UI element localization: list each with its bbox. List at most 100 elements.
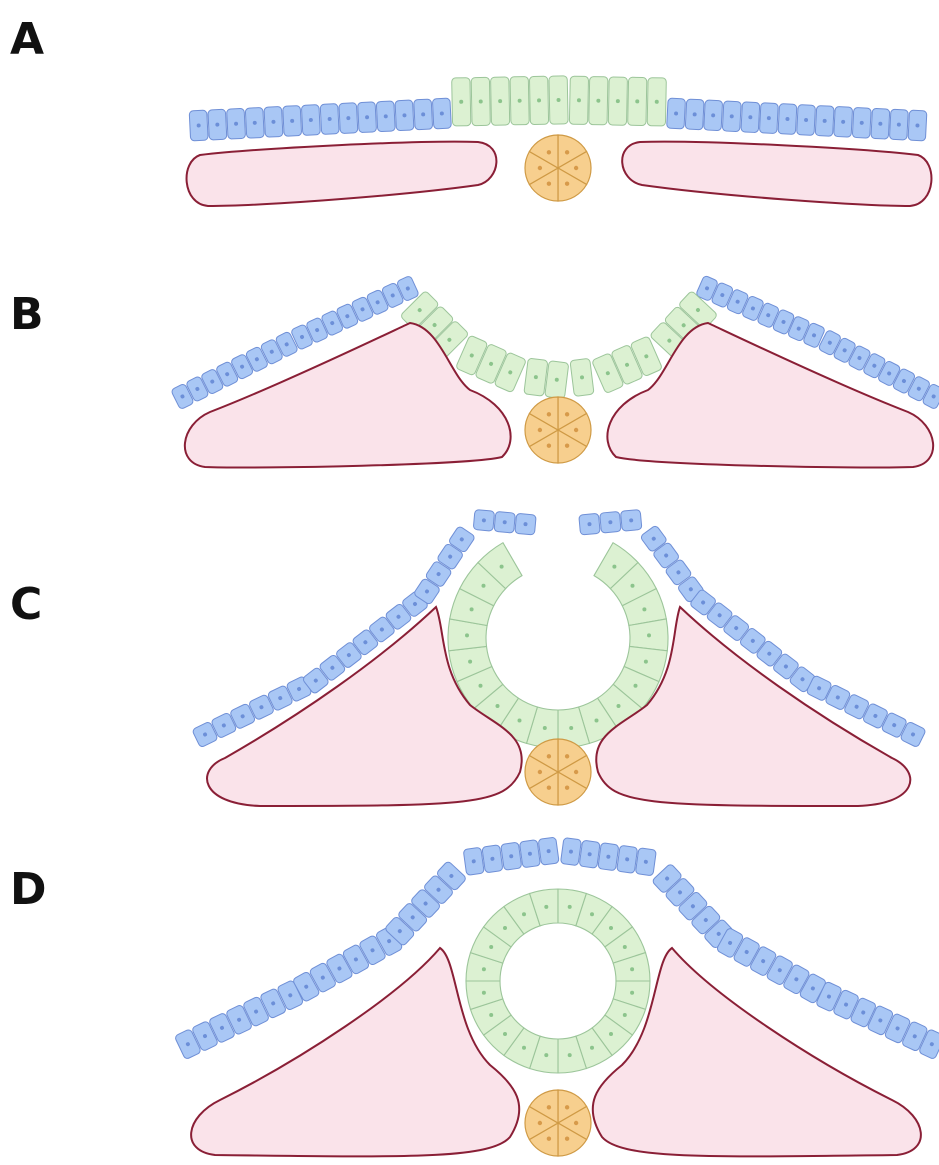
ectoderm-cell [208, 109, 227, 140]
notochord-nucleus [538, 166, 542, 170]
notochord-nucleus [565, 1105, 569, 1109]
panel-a: A [0, 0, 939, 280]
notochord-nucleus [565, 182, 569, 186]
ectoderm-cell [722, 101, 741, 132]
neural-plate-cell [570, 358, 594, 396]
mesoderm-right [607, 323, 933, 468]
ectoderm-cell [320, 104, 339, 135]
notochord-nucleus [547, 150, 551, 154]
neural-plate-cell [491, 77, 510, 125]
ectoderm-cell [376, 101, 395, 132]
ectoderm-cell [189, 110, 208, 141]
neural-tube [466, 889, 650, 1073]
neural-plate-cell [569, 76, 588, 124]
ectoderm-cell [667, 98, 686, 129]
notochord-nucleus [547, 786, 551, 790]
ectoderm-cell [834, 106, 853, 137]
panel-c: C [0, 510, 939, 790]
notochord-nucleus [547, 754, 551, 758]
ectoderm-cell [463, 847, 484, 875]
neural-plate-cell [452, 78, 471, 126]
ectoderm-cell [579, 840, 600, 868]
ectoderm-cell [617, 845, 638, 873]
ectoderm-cell [227, 108, 246, 139]
mesoderm-right [622, 142, 931, 206]
notochord-nucleus [547, 412, 551, 416]
notochord-nucleus [538, 1121, 542, 1125]
ectoderm-cell [358, 102, 377, 133]
notochord-nucleus [565, 150, 569, 154]
ectoderm-cell [871, 108, 890, 139]
notochord [525, 397, 591, 463]
ectoderm-cell [395, 100, 414, 131]
panel-d: D [0, 855, 939, 1135]
ectoderm-cell [560, 838, 581, 866]
notochord [525, 135, 591, 201]
ectoderm-cell [908, 110, 927, 141]
notochord-nucleus [574, 166, 578, 170]
ectoderm-cell [519, 840, 540, 868]
neural-plate-cell [529, 76, 548, 124]
ectoderm-layer [174, 837, 939, 1060]
ectoderm-cell [778, 104, 797, 135]
notochord-nucleus [538, 770, 542, 774]
ectoderm-cell [741, 102, 760, 133]
ectoderm-cell [579, 513, 600, 535]
notochord-nucleus [538, 428, 542, 432]
ectoderm-cell [538, 837, 559, 865]
ectoderm-cell [889, 109, 908, 140]
ectoderm-cell [494, 511, 515, 533]
panel-a-diagram [0, 0, 939, 280]
panel-c-diagram [0, 510, 939, 790]
ectoderm-cell [598, 843, 619, 871]
notochord [525, 1090, 591, 1156]
notochord-nucleus [565, 412, 569, 416]
neural-plate-cell [628, 77, 647, 125]
ectoderm-cell [473, 509, 494, 531]
notochord-nucleus [574, 770, 578, 774]
panel-b-diagram [0, 265, 939, 545]
ectoderm-cell [797, 105, 816, 136]
neural-plate-cell [545, 361, 569, 399]
notochord-nucleus [565, 444, 569, 448]
notochord-nucleus [565, 786, 569, 790]
neural-plate-cell [471, 77, 490, 125]
ectoderm-cell [245, 107, 264, 138]
ectoderm-cell [414, 99, 433, 130]
ectoderm-cell [283, 106, 302, 137]
notochord [525, 739, 591, 805]
ectoderm-cell [301, 105, 320, 136]
notochord-nucleus [565, 1137, 569, 1141]
ectoderm-cell [704, 100, 723, 131]
ectoderm-cell [759, 103, 778, 134]
neural-plate-cell [589, 77, 608, 125]
neural-plate-cell [549, 76, 568, 124]
ectoderm-cell [815, 105, 834, 136]
neural-plate [452, 76, 667, 126]
notochord-nucleus [574, 1121, 578, 1125]
mesoderm-left [185, 323, 511, 468]
ectoderm-cell [432, 98, 451, 129]
notochord-nucleus [547, 1105, 551, 1109]
ectoderm-cell [264, 106, 283, 137]
ectoderm-cell [501, 842, 522, 870]
neural-plate-cell [647, 78, 666, 126]
ectoderm-cell [852, 107, 871, 138]
mesoderm-left [187, 142, 497, 206]
panel-d-diagram [0, 855, 939, 1165]
neural-plate-cell [510, 77, 529, 125]
notochord-nucleus [574, 428, 578, 432]
panel-b: B [0, 265, 939, 545]
ectoderm-cell [515, 513, 536, 535]
notochord-nucleus [547, 1137, 551, 1141]
notochord-nucleus [565, 754, 569, 758]
ectoderm-cell [620, 509, 641, 531]
ectoderm-cell [339, 103, 358, 134]
notochord-nucleus [547, 182, 551, 186]
neural-plate-cell [524, 358, 548, 396]
ectoderm-cell [482, 845, 503, 873]
notochord-nucleus [547, 444, 551, 448]
ectoderm-cell [600, 511, 621, 533]
ectoderm-cell [635, 848, 656, 876]
neural-plate-cell [608, 77, 627, 125]
